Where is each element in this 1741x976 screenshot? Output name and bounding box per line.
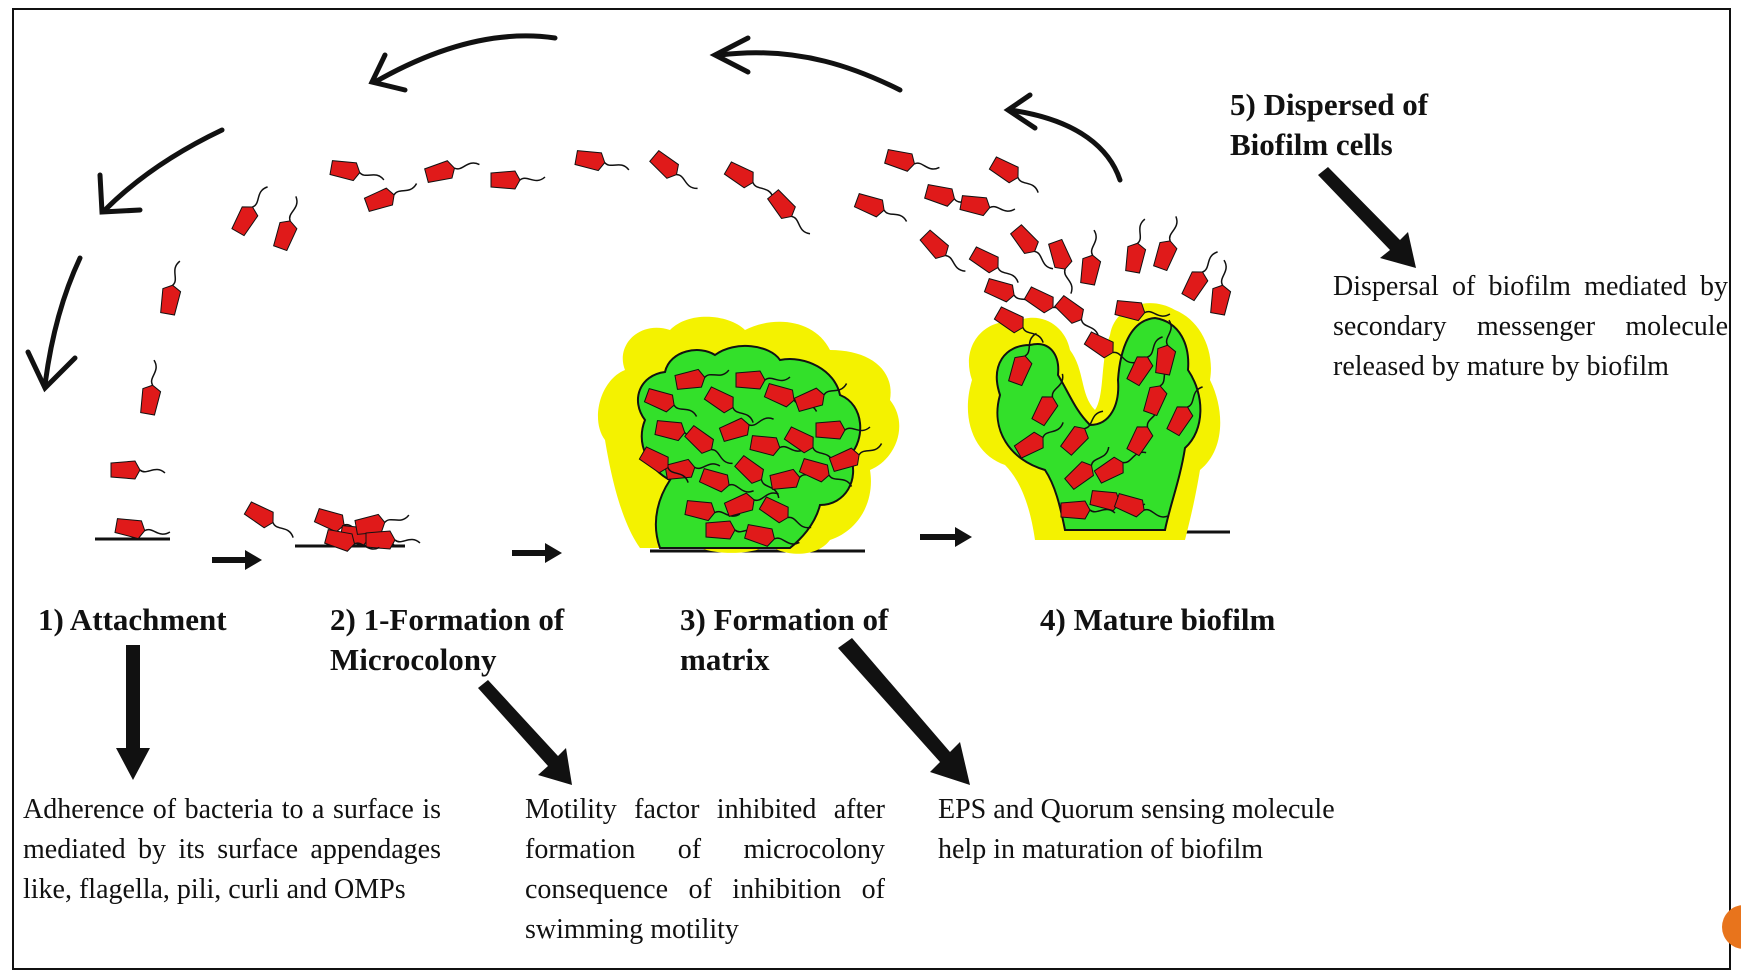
bacterium-cell	[960, 194, 1016, 221]
bacterium-cell	[1152, 214, 1187, 271]
bacterium-cell	[988, 155, 1044, 198]
matrix-description: EPS and Quorum sensing molecule help in …	[938, 790, 1378, 870]
cycle-arrow	[375, 36, 555, 82]
microcolony-arrow	[478, 680, 572, 785]
microcolony-description-text: Motility factor inhibited after formatio…	[525, 794, 885, 945]
bacterium-cell	[575, 149, 631, 176]
stage-label-attachment: 1) Attachment	[38, 600, 227, 640]
bacterium-cell	[1124, 217, 1151, 273]
dispersal-arrow	[1318, 167, 1416, 268]
bacterium-cell	[491, 171, 545, 189]
matrix-blob	[598, 317, 899, 554]
stage-label-matrix: 3) Formation of matrix	[680, 600, 888, 680]
bacterium-cell	[1079, 229, 1106, 285]
bacterium-cell	[1047, 239, 1082, 296]
stage-label-microcolony: 2) 1-Formation of Microcolony	[330, 600, 564, 680]
bacterium-cell	[766, 188, 814, 241]
bacterium-cell	[854, 192, 911, 227]
stage-label-dispersed: 5) Dispersed of Biofilm cells	[1230, 85, 1428, 165]
attachment-down-arrow	[116, 645, 150, 780]
progress-arrow	[212, 550, 262, 570]
dispersal-description-text: Dispersal of biofilm mediated by seconda…	[1333, 271, 1728, 382]
bacterium-cell	[1209, 259, 1236, 315]
cycle-arrow	[105, 130, 222, 210]
microcolony-description: Motility factor inhibited after formatio…	[525, 790, 885, 950]
bacterium-cell	[424, 153, 481, 184]
cycle-arrows	[28, 36, 1120, 388]
attachment-description: Adherence of bacteria to a surface is me…	[23, 790, 441, 910]
bacterium-cell	[139, 359, 166, 415]
bacterium-cell	[884, 148, 941, 179]
bacterium-cell	[648, 149, 701, 197]
progress-arrows	[212, 527, 972, 570]
progress-arrow	[512, 543, 562, 563]
bacterium-cell	[272, 194, 307, 251]
stage-label-mature: 4) Mature biofilm	[1040, 600, 1275, 640]
progress-arrow	[920, 527, 972, 547]
bacterium-cell	[364, 178, 421, 213]
bacterium-cell	[159, 259, 186, 315]
matrix-description-text: EPS and Quorum sensing molecule help in …	[938, 794, 1335, 865]
cycle-arrow	[45, 258, 80, 385]
bacterium-cell	[243, 500, 299, 543]
bacterium-cell	[230, 181, 273, 237]
dispersal-description: Dispersal of biofilm mediated by seconda…	[1333, 267, 1728, 387]
bacterium-cell	[330, 159, 386, 186]
attachment-description-text: Adherence of bacteria to a surface is me…	[23, 794, 441, 905]
bacterium-cell	[111, 461, 165, 479]
bacterium-cell	[919, 229, 970, 280]
